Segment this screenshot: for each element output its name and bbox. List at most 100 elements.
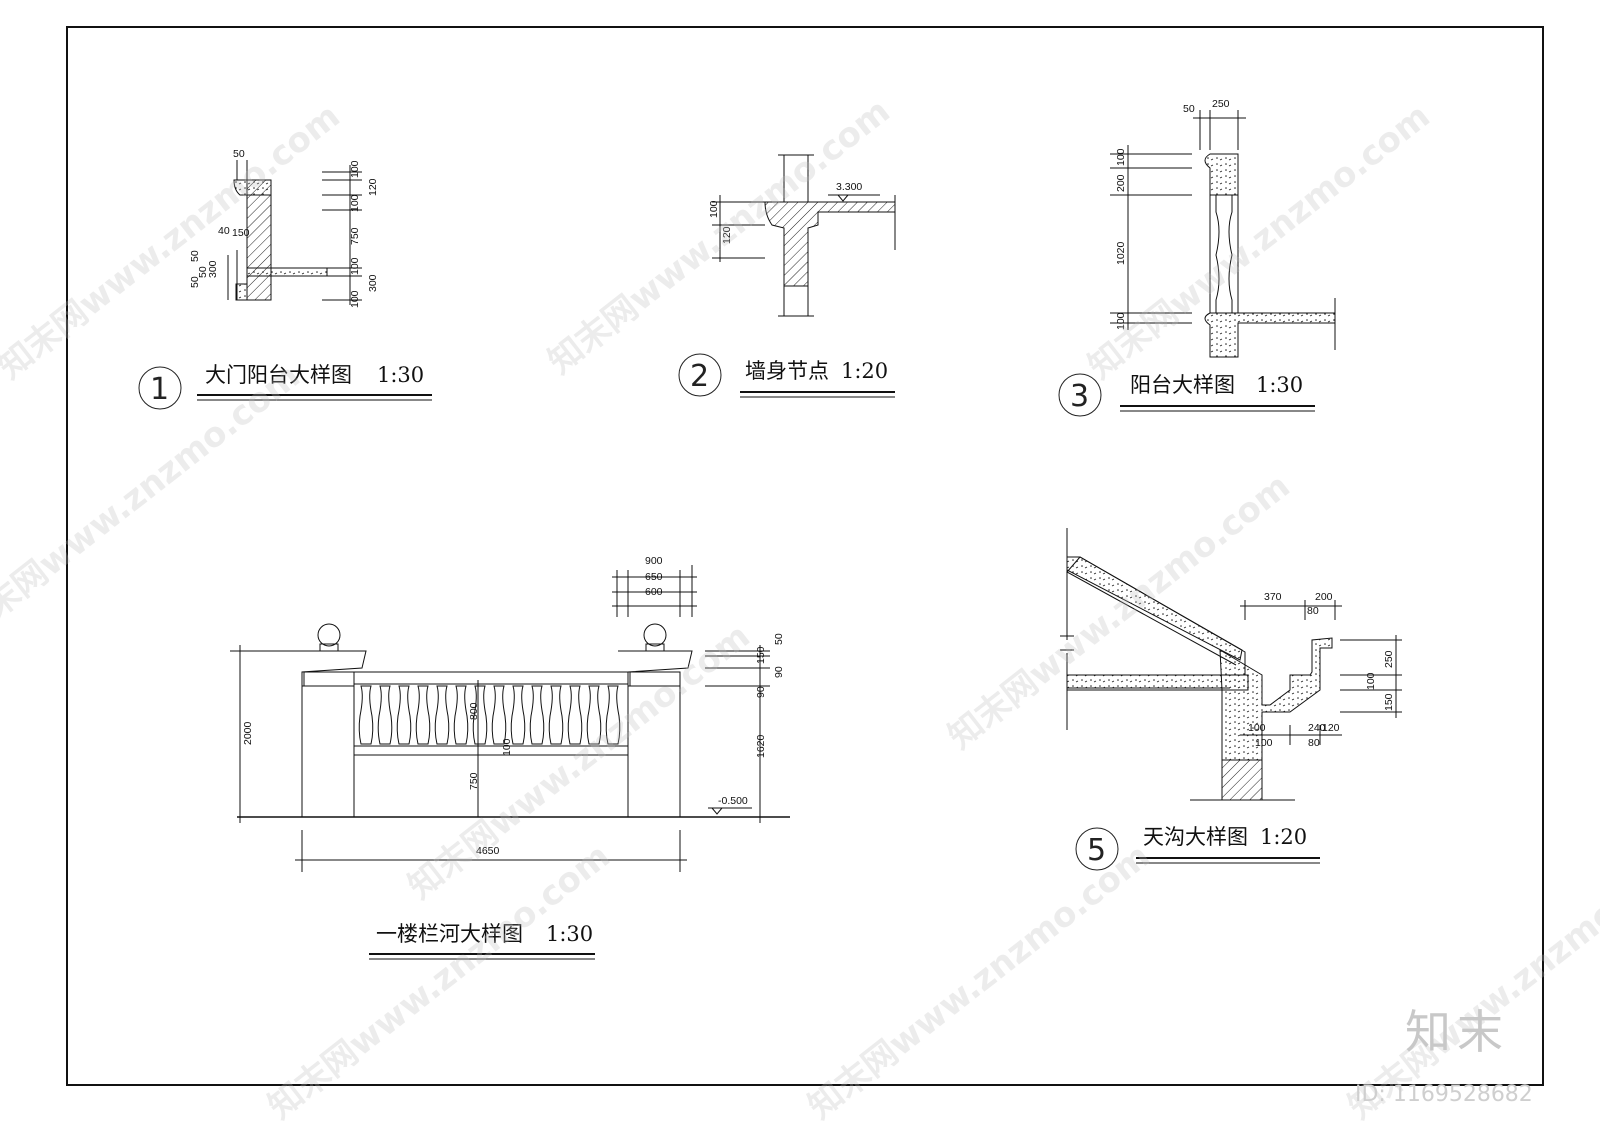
dim-5k: 80 <box>1308 737 1320 749</box>
detail-3-number: 3 <box>1070 379 1089 414</box>
sheet-border <box>66 26 1544 1086</box>
detail-3-title: 3 阳台大样图 1:30 <box>1058 373 1315 417</box>
detail-1-name: 大门阳台大样图 <box>205 363 352 387</box>
detail-5-title: 5 天沟大样图 1:20 <box>1075 825 1320 871</box>
dim-1h: 100 <box>349 290 361 308</box>
baluster <box>415 685 431 745</box>
dim-2b: 120 <box>721 226 733 244</box>
detail-4-drawing <box>230 565 790 872</box>
dim-2-elev: 3.300 <box>836 181 862 193</box>
watermark-text: 知末网www.znzmo.com <box>541 91 898 382</box>
dim-3b: 250 <box>1212 98 1230 110</box>
dim-5g: 100 <box>1248 722 1266 734</box>
watermark-text: 知末网www.znzmo.com <box>1081 96 1438 387</box>
dim-4b: 650 <box>645 571 663 583</box>
detail-4-dimensions: 900 650 600 2000 50 150 90 90 1620 800 1… <box>242 555 785 857</box>
dim-4l: 750 <box>468 772 480 790</box>
dim-1a: 50 <box>233 148 245 160</box>
baluster <box>567 685 583 745</box>
dim-4i: 1620 <box>755 734 767 758</box>
dim-3f: 100 <box>1115 312 1127 330</box>
dim-3e: 1020 <box>1115 241 1127 265</box>
dim-1e: 750 <box>349 227 361 245</box>
dim-4g: 90 <box>773 666 785 678</box>
detail-3-drawing <box>1110 110 1336 358</box>
dim-5b: 200 <box>1315 591 1333 603</box>
detail-5-name: 天沟大样图 <box>1143 825 1248 849</box>
detail-4-name: 一楼栏河大样图 <box>376 922 523 946</box>
baluster <box>472 685 488 745</box>
dim-3c: 100 <box>1115 148 1127 166</box>
dim-4m: -0.500 <box>718 795 748 807</box>
dim-1d: 100 <box>349 194 361 212</box>
baluster <box>491 685 507 745</box>
dim-4d: 2000 <box>242 721 254 745</box>
detail-4-scale: 1:30 <box>546 922 593 946</box>
watermark-text: 知末网www.znzmo.com <box>801 836 1158 1127</box>
detail-2-scale: 1:20 <box>841 359 888 383</box>
watermark-text: 知末网www.znzmo.com <box>0 96 348 387</box>
detail-5-drawing <box>1060 528 1402 801</box>
dim-4c: 600 <box>645 586 663 598</box>
dim-1k: 50 <box>189 250 201 262</box>
baluster <box>453 685 469 745</box>
brand-watermark: 知末 <box>1405 1005 1509 1059</box>
baluster <box>396 685 412 745</box>
detail-1-drawing <box>227 160 362 305</box>
detail-3-dimensions: 50 250 100 200 1020 100 <box>1115 98 1230 330</box>
baluster <box>358 685 374 745</box>
detail-1-number: 1 <box>150 372 169 407</box>
dim-5f: 150 <box>1383 693 1395 711</box>
detail-1-dimensions: 50 100 120 100 750 100 300 100 40 150 50… <box>189 148 379 308</box>
dim-1j: 150 <box>232 227 250 239</box>
dim-1m: 300 <box>207 260 219 278</box>
baluster <box>548 685 564 745</box>
detail-3-name: 阳台大样图 <box>1130 373 1235 397</box>
dim-1f: 100 <box>349 257 361 275</box>
baluster <box>529 685 545 745</box>
detail-2-number: 2 <box>690 359 709 394</box>
dim-3d: 200 <box>1115 174 1127 192</box>
detail-1-scale: 1:30 <box>377 363 424 387</box>
dim-1i: 40 <box>218 225 230 237</box>
detail-2-name: 墙身节点 <box>745 359 829 383</box>
dim-4e: 50 <box>773 633 785 645</box>
dim-5i: 120 <box>1322 722 1340 734</box>
dim-1b: 100 <box>349 160 361 178</box>
dim-5h: 240 <box>1308 722 1326 734</box>
baluster <box>510 685 526 745</box>
dim-4j: 800 <box>468 702 480 720</box>
dim-2a: 100 <box>708 200 720 218</box>
baluster <box>377 685 393 745</box>
detail-2-dimensions: 100 120 3.300 <box>708 181 862 244</box>
dim-1n: 50 <box>197 266 209 278</box>
dim-5j: 100 <box>1255 737 1273 749</box>
dim-4a: 900 <box>645 555 663 567</box>
dim-5c: 80 <box>1307 605 1319 617</box>
detail-4-title: 一楼栏河大样图 1:30 <box>369 922 595 960</box>
detail-3-scale: 1:30 <box>1256 373 1303 397</box>
dim-5d: 250 <box>1383 650 1395 668</box>
dim-1l: 50 <box>189 276 201 288</box>
dim-3a: 50 <box>1183 103 1195 115</box>
detail-5-dimensions: 370 200 80 250 100 150 100 240 120 100 8… <box>1248 591 1395 749</box>
detail-2-title: 2 墙身节点 1:20 <box>678 353 895 398</box>
detail-1-title: 1 大门阳台大样图 1:30 <box>138 363 432 410</box>
detail-5-scale: 1:20 <box>1260 825 1307 849</box>
dim-5e: 100 <box>1365 672 1377 690</box>
balusters <box>358 685 621 745</box>
dim-1g: 300 <box>367 274 379 292</box>
dim-4k: 100 <box>501 738 513 756</box>
dim-1c: 120 <box>367 178 379 196</box>
dim-4f: 150 <box>755 646 767 664</box>
detail-5-number: 5 <box>1087 833 1106 868</box>
id-watermark: ID: 1169528682 <box>1355 1082 1533 1107</box>
baluster <box>434 685 450 745</box>
dim-4n: 4650 <box>476 845 500 857</box>
detail-2-drawing <box>712 154 896 317</box>
baluster <box>605 685 621 745</box>
dim-5a: 370 <box>1264 591 1282 603</box>
baluster <box>586 685 602 745</box>
dim-4h: 90 <box>755 686 767 698</box>
